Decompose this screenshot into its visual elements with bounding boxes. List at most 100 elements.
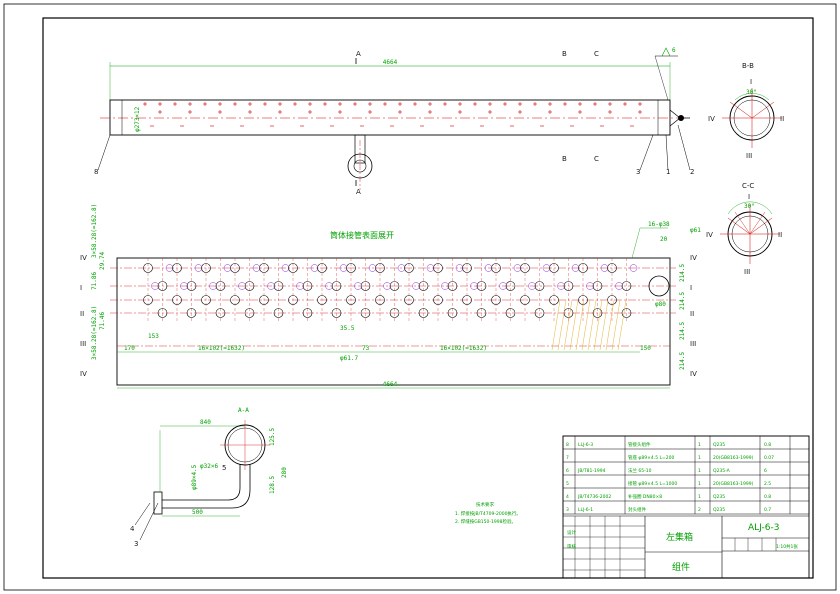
nozzle-hole — [259, 263, 269, 273]
row-label-right-2: I — [690, 284, 692, 292]
dimension-leader — [605, 299, 615, 351]
parts-cell: LLJ-6-3 — [578, 442, 593, 448]
section-b-title: B-B — [742, 62, 754, 70]
nozzle-hole — [549, 295, 559, 305]
nozzle-hole — [143, 263, 153, 273]
right-dim-1: 214.5 — [679, 264, 686, 282]
inner-frame — [42, 17, 814, 579]
section-b-roman-3: III — [746, 152, 752, 160]
nozzle-hole — [267, 282, 275, 290]
parts-cell: 接管 φ89×4.5 L=1000 — [628, 480, 677, 487]
nozzle-hole — [209, 282, 217, 290]
nozzle-hole — [346, 263, 356, 273]
nozzle-hole — [223, 264, 232, 272]
section-c-roman-2: II — [778, 231, 782, 239]
row-label-left-3: II — [80, 310, 84, 318]
parts-cell: 5 — [566, 481, 569, 487]
bottom-dim-4: φ61.7 — [340, 355, 358, 362]
nozzle-hole — [360, 308, 371, 318]
nozzle-hole — [607, 263, 617, 273]
nozzle-hole — [238, 282, 246, 290]
parts-cell: 1 — [698, 442, 701, 448]
section-a-dia: φ89×4.5 — [191, 464, 198, 490]
dimension-leader — [587, 299, 597, 351]
header-pipe — [109, 99, 671, 136]
parts-cell: Q235 — [713, 494, 725, 500]
parts-cell: 0.7 — [764, 507, 771, 513]
right-dim-4: 214.5 — [679, 352, 686, 370]
nozzle-hole — [397, 264, 406, 272]
nozzle-hole — [368, 264, 377, 272]
nozzle-hole — [273, 281, 284, 291]
bottom-dim-1: 170 — [124, 345, 135, 352]
dimension-leader — [611, 299, 621, 351]
section-mark-c-bottom: C — [594, 155, 599, 163]
row-label-right-1: IV — [690, 254, 697, 262]
section-a-flange: φ32×6 — [200, 463, 218, 470]
nozzle-hole — [375, 263, 385, 273]
top-nozzle-marks — [143, 102, 642, 127]
nozzle-hole — [557, 282, 565, 290]
dimension-leader — [569, 299, 579, 351]
item-number-3: 3 — [636, 168, 640, 176]
row-label-left-1: IV — [80, 254, 87, 262]
row-label-right-4: III — [690, 340, 696, 348]
nozzle-hole — [412, 282, 420, 290]
row-label-left-2: I — [80, 284, 82, 292]
nozzle-hole — [317, 295, 327, 305]
tech-notes: 技术要求 1. 焊接按JB/T4709-2000执行。 2. 焊缝按GB150-… — [455, 501, 521, 525]
nozzle-hole — [505, 281, 516, 291]
right-dim-3: 214.5 — [679, 322, 686, 340]
section-c-title: C-C — [742, 182, 754, 190]
nozzle-hole — [172, 263, 182, 273]
left-dim-3: 71.86 — [91, 272, 98, 290]
nozzle-hole — [441, 282, 449, 290]
nozzle-hole — [302, 281, 313, 291]
nozzle-hole — [404, 295, 414, 305]
nozzle-hole — [433, 295, 443, 305]
nozzle-hole — [447, 281, 458, 291]
section-mark-a-bottom: A — [356, 188, 361, 196]
nozzle-hole — [592, 281, 603, 291]
nozzle-hole — [288, 263, 298, 273]
nozzle-hole — [230, 263, 240, 273]
parts-cell: Q235 — [713, 442, 725, 448]
section-c-roman-4: IV — [706, 231, 713, 239]
nozzle-hole — [499, 282, 507, 290]
parts-cell: Q235-A — [713, 468, 731, 474]
nozzle-hole — [215, 308, 226, 318]
outer-border — [3, 3, 837, 591]
parts-cell: 7 — [566, 455, 569, 461]
nozzle-hole — [383, 282, 391, 290]
nozzle-hole — [325, 282, 333, 290]
nozzle-hole — [615, 282, 623, 290]
dimension-leader — [551, 299, 561, 351]
parts-cell: 补强圈 DN80×8 — [628, 493, 662, 500]
dimension-leader — [581, 299, 591, 351]
title-name-2: 组件 — [672, 561, 690, 573]
weld-symbol-size: 6 — [672, 47, 676, 54]
section-a-dim-840: 840 — [200, 419, 211, 426]
nozzle-hole — [244, 308, 255, 318]
nozzle-hole — [157, 308, 168, 318]
section-b-view: B-B 30° I II III IV — [708, 62, 784, 160]
development-row-lines — [110, 267, 676, 347]
bottom-dim-7: 150 — [640, 345, 651, 352]
section-mark-a-top: A — [356, 50, 361, 58]
parts-cell: JB/T81-1994 — [577, 468, 606, 474]
section-a-item-3: 3 — [134, 540, 138, 548]
sheet-count: 共1张 — [786, 543, 798, 550]
left-dim-2: 29.74 — [99, 252, 106, 270]
nozzle-hole — [476, 308, 487, 318]
dimension-leader — [563, 299, 573, 351]
section-mark-b-top: B — [562, 50, 567, 58]
nozzle-hole — [186, 308, 197, 318]
nozzle-hole — [180, 282, 188, 290]
section-mark-c-top: C — [594, 50, 599, 58]
nozzle-hole — [389, 281, 400, 291]
tech-note-2: 2. 焊缝按GB150-1998检验。 — [455, 518, 516, 525]
tech-note-1: 1. 焊接按JB/T4709-2000执行。 — [455, 510, 521, 517]
row-label-left-5: IV — [80, 370, 87, 378]
section-b-roman-4: IV — [708, 115, 715, 123]
